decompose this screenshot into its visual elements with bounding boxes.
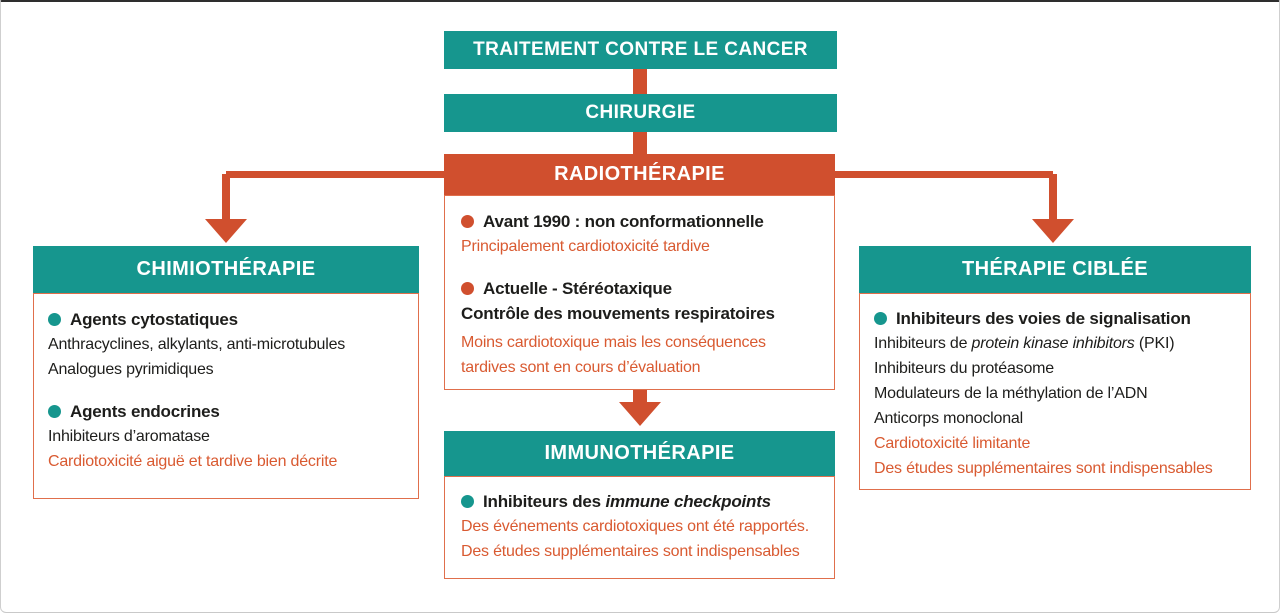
therapie-ciblee-note-2: Des études supplémentaires sont indispen… <box>874 460 1213 477</box>
arrow-left-horizontal <box>226 171 444 178</box>
therapie-ciblee-item-signalisation: Inhibiteurs des voies de signalisation <box>874 306 1240 331</box>
node-chirurgie: CHIRURGIE <box>444 94 837 132</box>
node-therapie-ciblee-label: THÉRAPIE CIBLÉE <box>961 258 1149 280</box>
orange-dot-icon <box>461 282 474 295</box>
teal-dot-icon <box>48 313 61 326</box>
radiotherapie-item-avant1990: Avant 1990 : non conformationnelle <box>461 209 818 234</box>
chimiotherapie-line-anthracyclines: Anthracyclines, alkylants, anti-microtub… <box>48 336 346 353</box>
chimiotherapie-line-analogues: Analogues pyrimidiques <box>48 361 214 378</box>
radiotherapie-item-controle: Contrôle des mouvements respiratoires <box>461 304 775 323</box>
panel-chimiotherapie: Agents cytostatiques Anthracyclines, alk… <box>33 293 419 499</box>
node-traitement-cancer-label: TRAITEMENT CONTRE LE CANCER <box>473 39 808 60</box>
node-immunotherapie-label: IMMUNOTHÉRAPIE <box>544 442 735 464</box>
arrow-right-horizontal <box>835 171 1053 178</box>
connector-traitement-chirurgie <box>633 69 647 94</box>
immunotherapie-item-checkpoints: Inhibiteurs des immune checkpoints <box>461 489 820 514</box>
node-immunotherapie: IMMUNOTHÉRAPIE <box>444 431 835 476</box>
arrow-right-vertical <box>1049 174 1057 220</box>
immunotherapie-note-1: Des événements cardiotoxiques ont été ra… <box>461 518 809 535</box>
chimiotherapie-line-aromatase: Inhibiteurs d’aromatase <box>48 428 210 445</box>
panel-radiotherapie: Avant 1990 : non conformationnelle Princ… <box>444 195 835 390</box>
arrowhead-down-center-icon <box>619 402 661 426</box>
arrowhead-down-left-icon <box>205 219 247 243</box>
chimiotherapie-note: Cardiotoxicité aiguë et tardive bien déc… <box>48 453 338 470</box>
therapie-ciblee-note-1: Cardiotoxicité limitante <box>874 435 1031 452</box>
orange-dot-icon <box>461 215 474 228</box>
teal-dot-icon <box>461 495 474 508</box>
therapie-ciblee-line-pki: Inhibiteurs de protein kinase inhibitors… <box>874 335 1175 352</box>
node-radiotherapie: RADIOTHÉRAPIE <box>444 154 835 195</box>
therapie-ciblee-line-proteasome: Inhibiteurs du protéasome <box>874 360 1055 377</box>
radiotherapie-note-tardive: Principalement cardiotoxicité tardive <box>461 238 710 255</box>
arrow-left-vertical <box>222 174 230 220</box>
therapie-ciblee-line-methylation: Modulateurs de la méthylation de l’ADN <box>874 385 1148 402</box>
radiotherapie-note-moins-2: tardives sont en cours d’évaluation <box>461 359 701 376</box>
teal-dot-icon <box>874 312 887 325</box>
chimiotherapie-item-endocrines: Agents endocrines <box>48 399 406 424</box>
node-chirurgie-label: CHIRURGIE <box>585 102 696 123</box>
radiotherapie-item-actuelle: Actuelle - Stéréotaxique <box>461 276 818 301</box>
node-radiotherapie-label: RADIOTHÉRAPIE <box>554 163 725 185</box>
node-therapie-ciblee: THÉRAPIE CIBLÉE <box>859 246 1251 293</box>
connector-radiotherapie-immunotherapie <box>633 390 647 403</box>
node-chimiotherapie: CHIMIOTHÉRAPIE <box>33 246 419 293</box>
panel-therapie-ciblee: Inhibiteurs des voies de signalisation I… <box>859 293 1251 490</box>
therapie-ciblee-line-anticorps: Anticorps monoclonal <box>874 410 1023 427</box>
immunotherapie-note-2: Des études supplémentaires sont indispen… <box>461 543 800 560</box>
panel-immunotherapie: Inhibiteurs des immune checkpoints Des é… <box>444 476 835 579</box>
arrowhead-down-right-icon <box>1032 219 1074 243</box>
chimiotherapie-item-cytostatiques: Agents cytostatiques <box>48 307 406 332</box>
node-chimiotherapie-label: CHIMIOTHÉRAPIE <box>136 258 316 280</box>
connector-chirurgie-radiotherapie <box>633 132 647 154</box>
teal-dot-icon <box>48 405 61 418</box>
radiotherapie-note-moins-1: Moins cardiotoxique mais les conséquence… <box>461 334 766 351</box>
node-traitement-cancer: TRAITEMENT CONTRE LE CANCER <box>444 31 837 69</box>
